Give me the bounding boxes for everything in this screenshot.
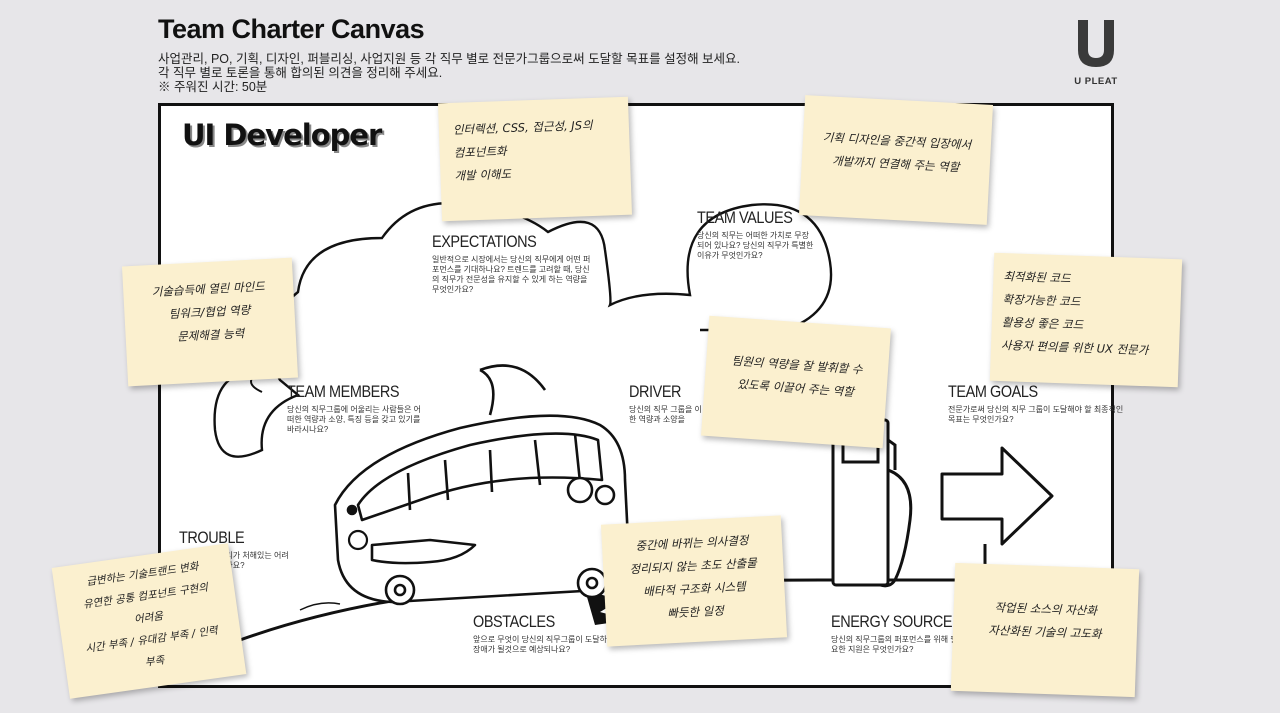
- sticky-note-trouble[interactable]: 급변하는 기술트랜드 변화 유연한 공통 컴포넌트 구현의 어려움 시간 부족 …: [51, 543, 247, 699]
- u-logo-icon: [1078, 20, 1114, 67]
- section-title: EXPECTATIONS: [432, 232, 537, 251]
- role-title: UI Developer: [182, 118, 382, 152]
- section-energy-source: ENERGY SOURCE 당신의 직무그룹의 퍼포먼스를 위해 필요한 지원은…: [831, 612, 959, 655]
- section-title: TEAM GOALS: [948, 382, 1038, 401]
- sticky-note-obstacles[interactable]: 중간에 바뀌는 의사결정 정리되지 않는 초도 산출물 배타적 구조화 시스템 …: [600, 515, 788, 647]
- section-obstacles: OBSTACLES 앞으로 무엇이 당신의 직무그룹이 도달하려는 목표에 가장…: [473, 612, 673, 655]
- bus-illustration: [333, 364, 630, 606]
- sticky-note-energy-source[interactable]: 작업된 소스의 자산화 자산화된 기술의 고도화: [950, 562, 1140, 698]
- section-title: TEAM VALUES: [697, 208, 793, 227]
- instruction-line-2: 각 직무 별로 토론을 통해 합의된 의견을 정리해 주세요.: [158, 66, 443, 80]
- section-question: 일반적으로 시장에서는 당신의 직무에게 어떤 퍼포먼스를 기대하나요? 트렌드…: [432, 255, 591, 294]
- section-expectations: EXPECTATIONS 일반적으로 시장에서는 당신의 직무에게 어떤 퍼포먼…: [432, 232, 592, 295]
- sticky-note-expectations[interactable]: 인터렉션, CSS, 접근성, JS의 컴포넌트화 개발 이해도: [437, 96, 633, 222]
- section-question: 당신의 직무 그룹을 이 어떠한 역량과 소양을: [629, 405, 719, 424]
- section-title: TEAM MEMBERS: [287, 382, 400, 401]
- gas-pump-illustration: [831, 418, 913, 588]
- section-title: ENERGY SOURCE: [831, 612, 953, 631]
- section-title: TROUBLE: [179, 528, 245, 547]
- sticky-note-team-values[interactable]: 기획 디자인을 중간적 입장에서 개발까지 연결해 주는 역할: [798, 95, 994, 225]
- section-question: 앞으로 무엇이 당신의 직무그룹이 도달하려는 목표에 가장 큰 장애가 될것으…: [473, 635, 673, 654]
- page-title: Team Charter Canvas: [158, 14, 425, 44]
- section-driver: DRIVER 당신의 직무 그룹을 이 어떠한 역량과 소양을: [629, 382, 719, 425]
- section-question: 당신의 직무는 어떠한 가치로 무장되어 있나요? 당신의 직무가 특별한 이유…: [697, 231, 814, 260]
- sticky-note-team-goals[interactable]: 최적화된 코드 확장가능한 코드 활용성 좋은 코드 사용자 편의를 위한 UX…: [989, 252, 1183, 388]
- instruction-line-1: 사업관리, PO, 기획, 디자인, 퍼블리싱, 사업지원 등 각 직무 별로 …: [158, 52, 741, 66]
- sticky-note-driver[interactable]: 팀원의 역량을 잘 발휘할 수 있도록 이끌어 주는 역할: [701, 315, 891, 449]
- section-team-members: TEAM MEMBERS 당신의 직무그룹에 어울리는 사람들은 어떠한 역량과…: [287, 382, 427, 435]
- instructions: 사업관리, PO, 기획, 디자인, 퍼블리싱, 사업지원 등 각 직무 별로 …: [158, 52, 740, 94]
- section-title: DRIVER: [629, 382, 682, 401]
- goal-arrow-sign: [940, 446, 1054, 580]
- sticky-note-team-members[interactable]: 기술습득에 열린 마인드 팀워크/협업 역량 문제해결 능력: [121, 257, 299, 387]
- note-line: 사용자 편의를 위한 UX 전문가: [1000, 338, 1149, 358]
- section-question: 전문가로써 당신의 직무 그룹이 도달해야 할 최종적인 목표는 무엇인가요?: [948, 405, 1124, 424]
- instruction-line-3: ※ 주워진 시간: 50분: [158, 80, 268, 94]
- note-line: 자산화된 기술의 고도화: [988, 623, 1102, 641]
- logo-text: U PLEAT: [1074, 76, 1118, 87]
- brand-logo: U PLEAT: [1068, 18, 1124, 87]
- section-team-goals: TEAM GOALS 전문가로써 당신의 직무 그룹이 도달해야 할 최종적인 …: [948, 382, 1126, 425]
- section-team-values: TEAM VALUES 당신의 직무는 어떠한 가치로 무장되어 있나요? 당신…: [697, 208, 815, 261]
- section-title: OBSTACLES: [473, 612, 555, 631]
- note-line: 개발 이해도: [454, 166, 512, 183]
- section-question: 당신의 직무그룹의 퍼포먼스를 위해 필요한 지원은 무엇인가요?: [831, 635, 958, 654]
- section-question: 당신의 직무그룹에 어울리는 사람들은 어떠한 역량과 소양, 특징 등을 갖고…: [287, 405, 422, 434]
